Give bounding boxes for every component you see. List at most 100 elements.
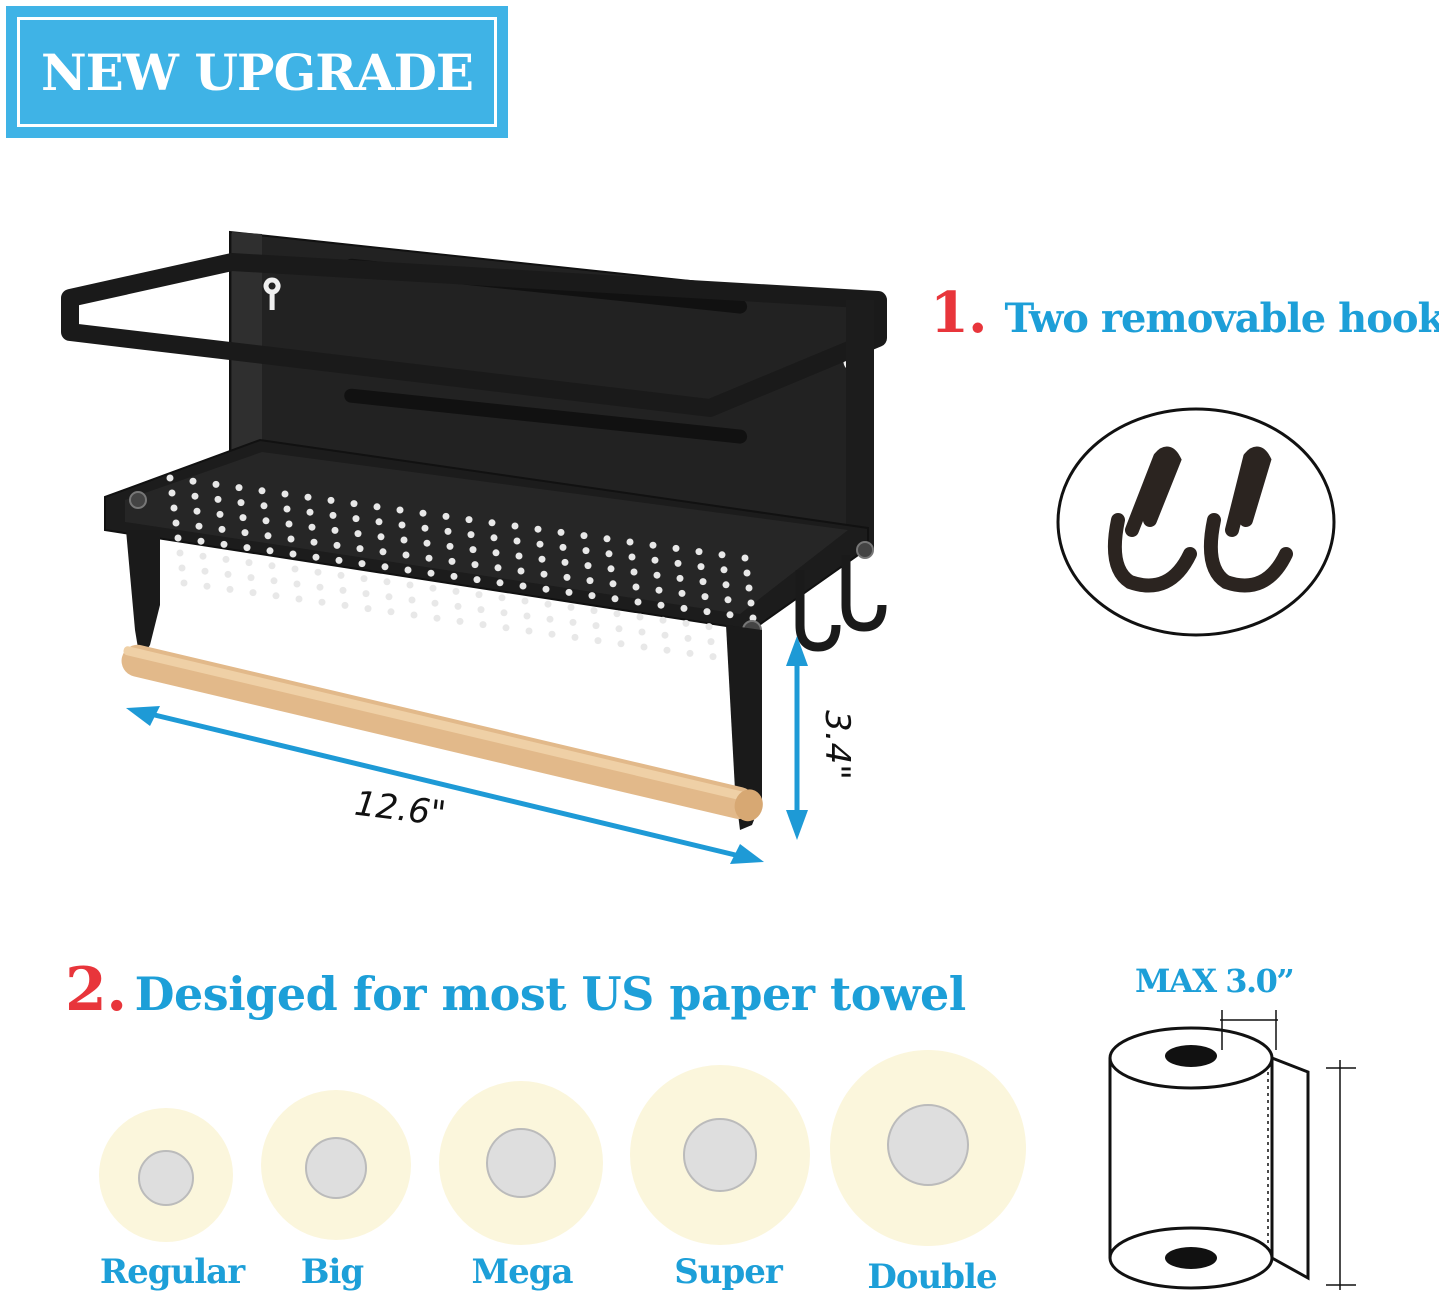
perforation-hole — [465, 516, 473, 524]
perforation-hole — [226, 585, 234, 593]
perforation-hole — [224, 570, 232, 578]
perforation-hole — [237, 499, 245, 507]
roll-double — [830, 1050, 1026, 1246]
roll-label-double: Double — [867, 1257, 997, 1297]
perforation-hole — [649, 541, 657, 549]
perforation-hole — [400, 536, 408, 544]
perforation-hole — [607, 565, 615, 573]
perforation-hole — [293, 580, 301, 588]
perforation-hole — [534, 525, 542, 533]
perforation-hole — [502, 624, 510, 632]
perforation-hole — [523, 612, 531, 620]
perforation-hole — [565, 588, 573, 596]
perforation-hole — [617, 640, 625, 648]
perforation-hole — [191, 492, 199, 500]
perforation-hole — [178, 564, 186, 572]
perforation-hole — [488, 519, 496, 527]
perforation-hole — [609, 580, 617, 588]
perforation-hole — [498, 594, 506, 602]
perforation-hole — [287, 535, 295, 543]
perforation-hole — [266, 547, 274, 555]
roll-mega — [439, 1081, 603, 1245]
perforation-hole — [473, 576, 481, 584]
perforation-hole — [496, 579, 504, 587]
perforation-hole — [726, 611, 734, 619]
perforation-hole — [249, 589, 257, 597]
perforation-hole — [331, 526, 339, 534]
perforation-hole — [350, 500, 358, 508]
perforation-hole — [475, 591, 483, 599]
perforation-hole — [172, 519, 180, 527]
perforation-hole — [452, 587, 460, 595]
perforation-hole — [379, 548, 387, 556]
perforation-hole — [174, 534, 182, 542]
perforation-hole — [306, 508, 314, 516]
perforation-hole — [605, 550, 613, 558]
new-upgrade-badge: NEW UPGRADE — [6, 6, 508, 138]
perforation-hole — [180, 579, 188, 587]
perforation-hole — [433, 614, 441, 622]
perforation-hole — [170, 504, 178, 512]
perforation-hole — [429, 584, 437, 592]
feature-1-text: Two removable hooks — [1004, 295, 1439, 342]
perforation-hole — [559, 543, 567, 551]
perforation-hole — [446, 542, 454, 550]
badge-text: NEW UPGRADE — [17, 17, 497, 127]
perforation-hole — [362, 590, 370, 598]
perforation-hole — [222, 555, 230, 563]
hook — [795, 570, 841, 652]
perforation-hole — [469, 546, 477, 554]
perforation-hole — [699, 578, 707, 586]
perforation-hole — [383, 578, 391, 586]
perforation-hole — [354, 530, 362, 538]
perforation-hole — [653, 571, 661, 579]
perforation-hole — [515, 552, 523, 560]
perforation-hole — [235, 484, 243, 492]
perforation-hole — [387, 608, 395, 616]
perforation-hole — [563, 573, 571, 581]
perforation-hole — [410, 611, 418, 619]
width-label: 12.6" — [352, 784, 448, 835]
perforation-hole — [427, 569, 435, 577]
perforation-hole — [356, 545, 364, 553]
perforation-hole — [548, 630, 556, 638]
perforation-hole — [603, 535, 611, 543]
perforation-hole — [339, 586, 347, 594]
perforation-hole — [304, 493, 312, 501]
perforation-hole — [490, 534, 498, 542]
perforation-hole — [544, 600, 552, 608]
feature-2-text: Desiged for most US paper towel — [134, 967, 967, 1021]
perforation-hole — [542, 585, 550, 593]
perforation-hole — [341, 601, 349, 609]
perforation-hole — [295, 595, 303, 603]
perforation-hole — [567, 603, 575, 611]
left-leg — [126, 530, 160, 660]
perforation-hole — [584, 562, 592, 570]
perforation-hole — [521, 597, 529, 605]
perforation-hole — [268, 562, 276, 570]
perforation-hole — [538, 555, 546, 563]
perforation-hole — [525, 627, 533, 635]
perforation-hole — [477, 606, 485, 614]
perforation-hole — [450, 572, 458, 580]
perforation-hole — [199, 552, 207, 560]
perforation-hole — [352, 515, 360, 523]
perforation-hole — [638, 628, 646, 636]
perforation-hole — [492, 549, 500, 557]
perforation-hole — [327, 496, 335, 504]
perforation-hole — [448, 557, 456, 565]
perforation-hole — [703, 608, 711, 616]
perforation-hole — [272, 592, 280, 600]
perforation-hole — [500, 609, 508, 617]
perforation-hole — [358, 560, 366, 568]
perforation-hole — [546, 615, 554, 623]
perforation-hole — [513, 537, 521, 545]
perforation-hole — [431, 599, 439, 607]
perforation-hole — [262, 517, 270, 525]
perforation-hole — [651, 556, 659, 564]
perforation-hole — [245, 559, 253, 567]
removable-hook-icon — [1203, 446, 1293, 593]
hook — [841, 555, 887, 632]
perforation-hole — [260, 502, 268, 510]
